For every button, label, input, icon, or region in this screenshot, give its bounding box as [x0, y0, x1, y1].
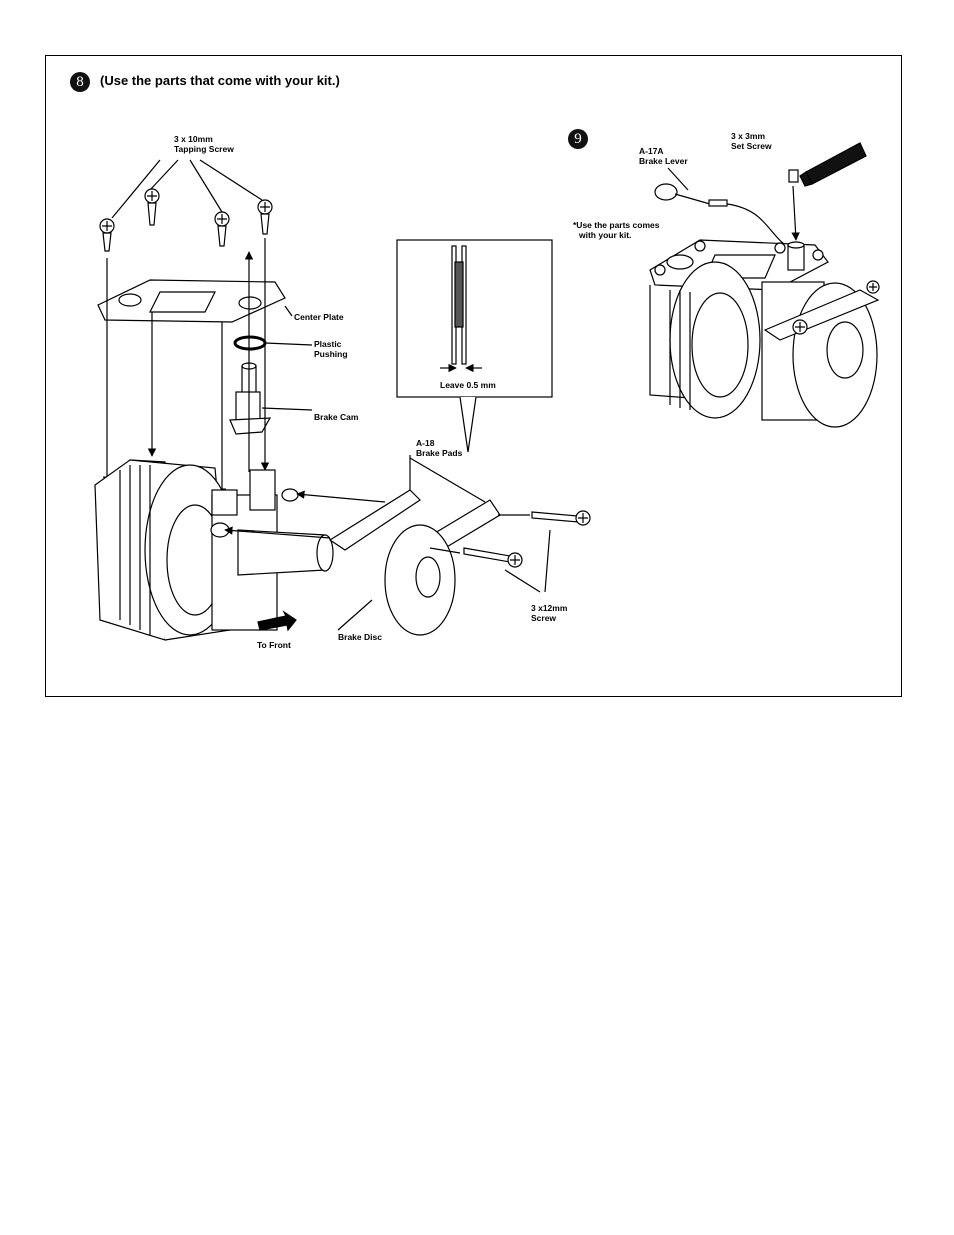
to-front-arrow: [257, 610, 297, 632]
brake-disc: [337, 524, 456, 636]
detail-inset: [396, 239, 553, 453]
set-screw: [788, 169, 800, 241]
step-9-badge: 9: [568, 129, 588, 149]
to-front-label: To Front: [257, 640, 291, 650]
gearbox: [94, 459, 334, 641]
center-plate-label: Center Plate: [294, 312, 344, 322]
side-arrows: [224, 490, 386, 539]
assembled-gearbox: [649, 239, 880, 428]
long-screws: [429, 510, 591, 593]
brake-disc-label: Brake Disc: [338, 632, 382, 642]
assembly-arrows: [102, 238, 270, 497]
screw-cement-tube: [799, 142, 867, 187]
step-8-badge: 8: [70, 72, 90, 92]
tapping-screws: [99, 188, 273, 252]
instruction-frame: [45, 55, 902, 697]
plastic-bushing: [233, 335, 313, 351]
brake-cam: [229, 362, 313, 435]
tapping-screw-leaders: [111, 159, 263, 219]
step-8-title: (Use the parts that come with your kit.): [100, 73, 340, 88]
center-plate: [97, 279, 293, 323]
brake-cam-label: Brake Cam: [314, 412, 359, 422]
leave-gap-label: Leave 0.5 mm: [440, 380, 496, 390]
brake-lever: [654, 167, 796, 251]
